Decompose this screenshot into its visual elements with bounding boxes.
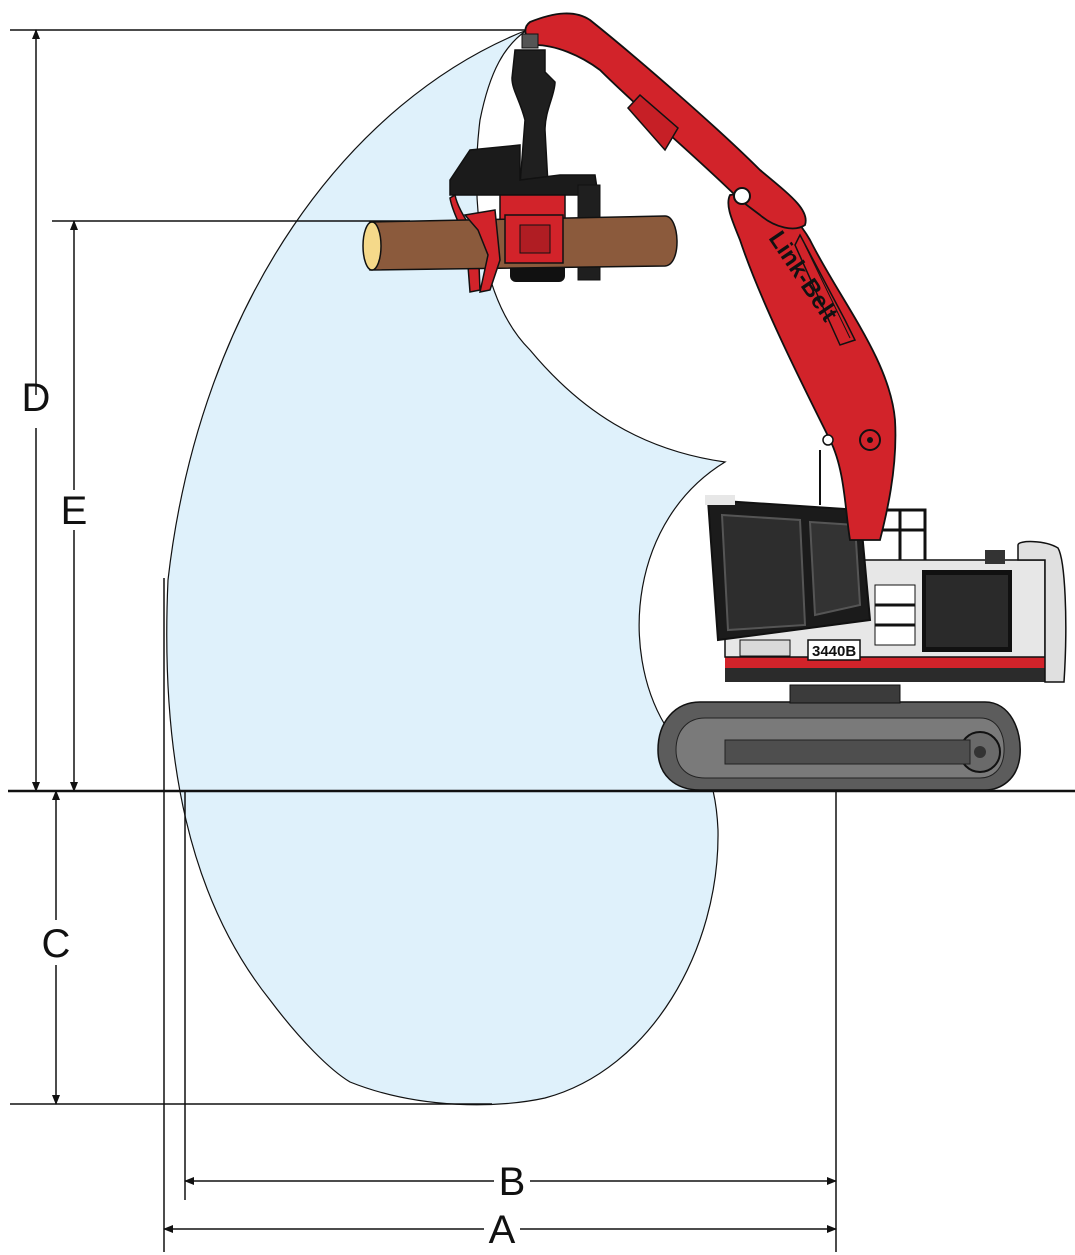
label-b: B — [499, 1160, 526, 1204]
crawler-tracks — [657, 684, 1021, 791]
operator-cab — [705, 495, 872, 642]
label-c: C — [42, 922, 71, 966]
label-a: A — [489, 1208, 516, 1252]
boom — [727, 193, 897, 541]
reach-envelope — [166, 29, 727, 1106]
extension-lines — [10, 29, 837, 1252]
label-d: D — [22, 376, 51, 420]
model-plate — [807, 639, 861, 661]
label-e: E — [61, 489, 88, 533]
model-label: 3440B — [812, 643, 856, 660]
